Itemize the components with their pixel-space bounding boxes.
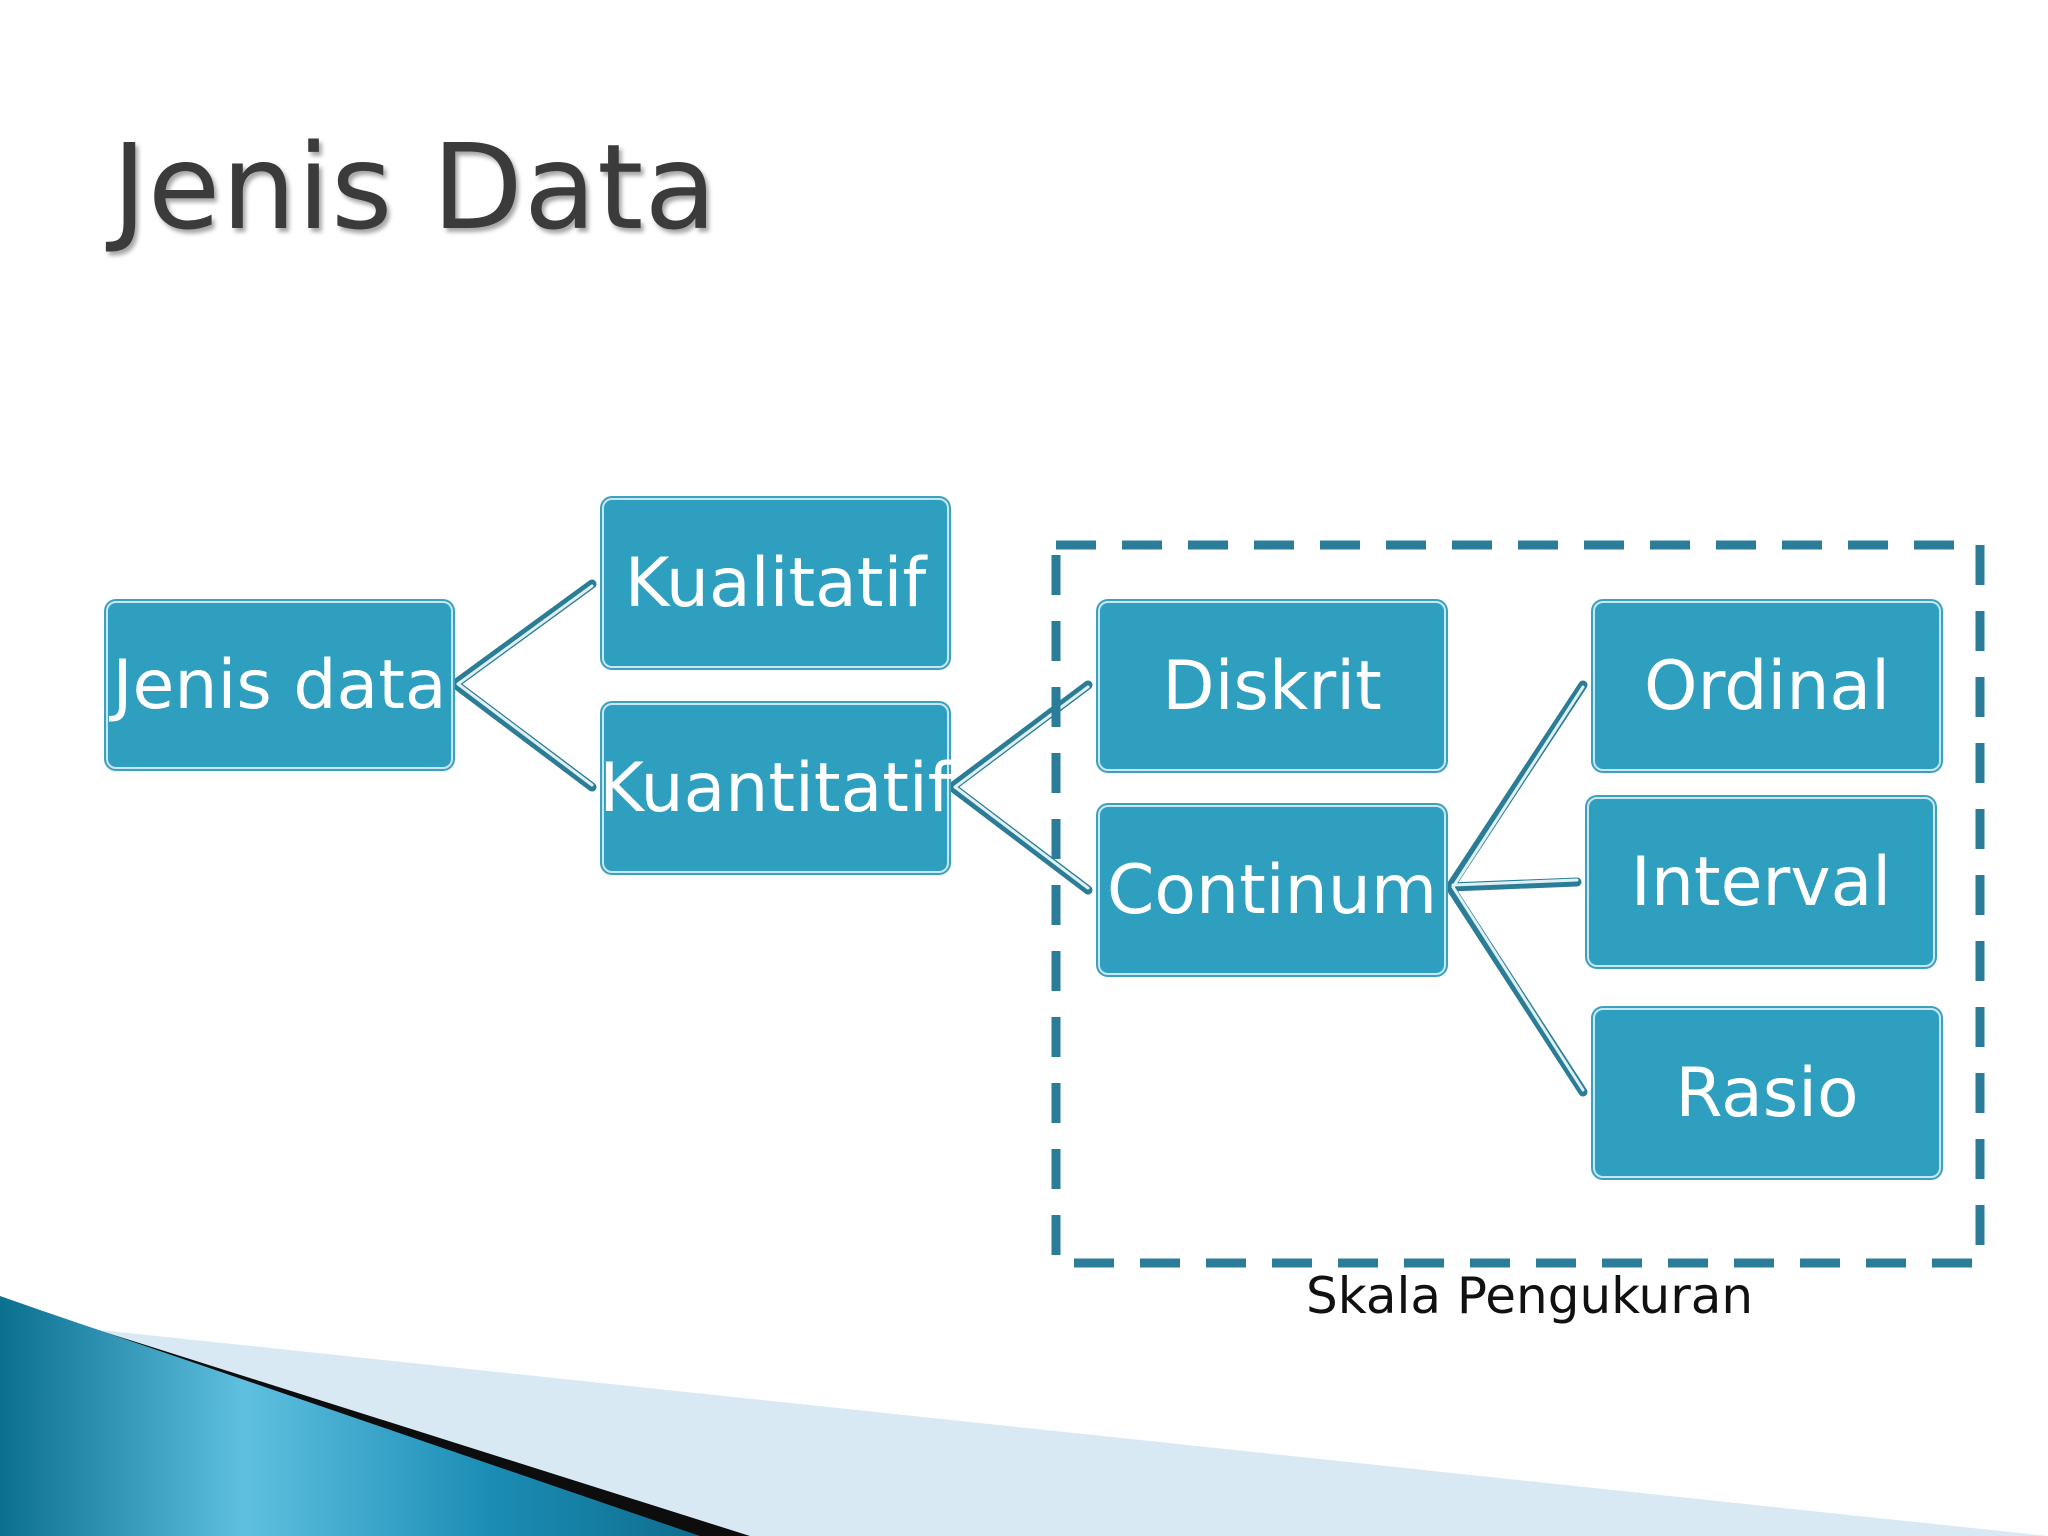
node-continum: Continum <box>1098 805 1446 975</box>
measurement-scale-label: Skala Pengukuran <box>1306 1267 1754 1325</box>
node-interval: Interval <box>1587 797 1935 967</box>
measurement-scale-dashed-border <box>1051 540 1985 1268</box>
node-ordinal: Ordinal <box>1593 601 1941 771</box>
node-rasio: Rasio <box>1593 1008 1941 1178</box>
slide-title: Jenis Data <box>112 118 718 256</box>
node-kualitatif: Kualitatif <box>602 498 949 668</box>
connector-jenis-kualitatif <box>450 579 597 689</box>
node-jenis-data: Jenis data <box>106 601 453 769</box>
connector-continum-interval <box>1445 877 1582 892</box>
node-diskrit: Diskrit <box>1098 601 1446 771</box>
connector-jenis-kuantitatif <box>450 679 597 792</box>
connector-kuantitatif-continum <box>947 782 1093 895</box>
node-kuantitatif: Kuantitatif <box>599 703 952 873</box>
connector-kuantitatif-diskrit <box>947 680 1093 792</box>
